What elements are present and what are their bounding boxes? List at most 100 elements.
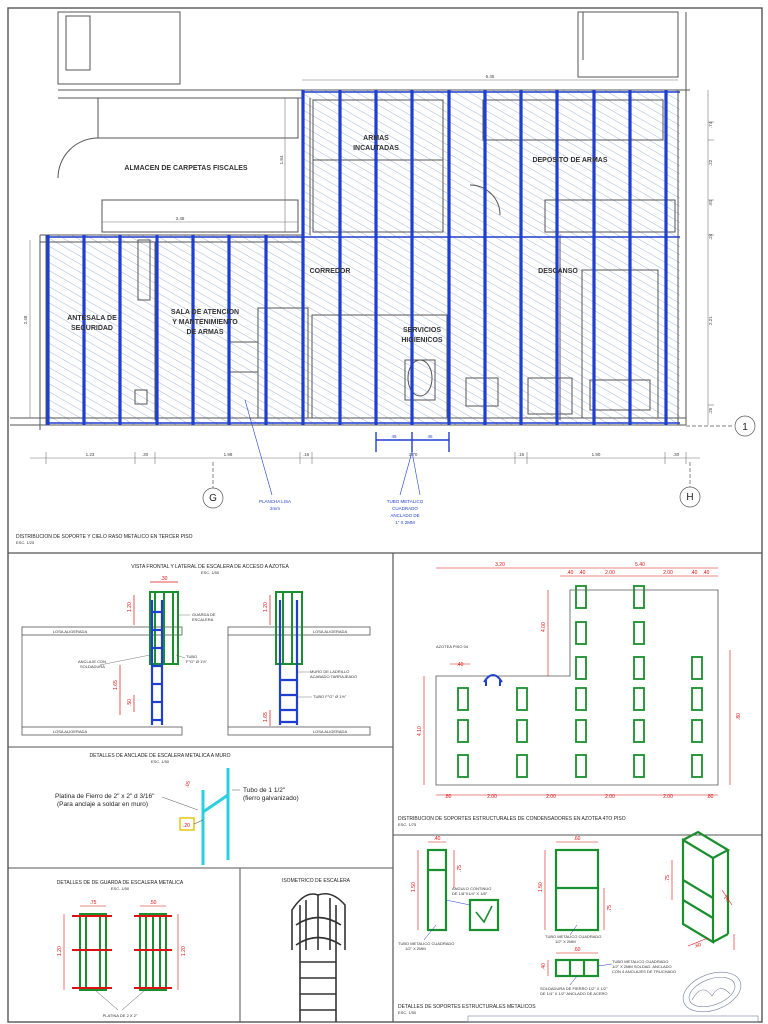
- azotea-t1: 3.20: [495, 562, 505, 568]
- anclaje-title: DETALLES DE ANCLADE DE ESCALERA METALICA…: [90, 753, 231, 759]
- azotea-label: AZOTEA PISO 04: [436, 644, 469, 649]
- dim-r6: .25: [708, 407, 713, 414]
- sop-d75b: .75: [607, 905, 613, 912]
- soportes-detail: .40 .60 1.50 .75 1.50 .75 .60 .40 .75 .2…: [398, 830, 735, 1015]
- axis-1: 1: [742, 422, 748, 433]
- dim-b8: .30: [673, 452, 680, 457]
- guarda-title: DETALLES DE DE GUARDA DE ESCALERA METALI…: [57, 880, 184, 886]
- azotea-left-v2: 4.00: [541, 622, 547, 632]
- dim-b4: .16: [303, 452, 310, 457]
- sop-n5: TUBO METALICO CUADRADO: [545, 934, 601, 939]
- dim-b3: 1.98: [224, 452, 233, 457]
- stair-muro-2: ACABADO TARRAJEADO: [310, 674, 357, 679]
- plan-scale: ESC. 1/25: [16, 540, 35, 545]
- azotea-b4: 2.00: [605, 794, 615, 800]
- guarda-d2: .50: [150, 900, 157, 906]
- dim-b2: .30: [142, 452, 149, 457]
- axis-h: H: [686, 492, 693, 503]
- sop-d75c: .75: [665, 875, 671, 882]
- sop-n11: DE 1/4" X 1/2" ANCLADO DE ACERO: [540, 991, 608, 996]
- room-sala-2: Y MANTENIMIENTO: [172, 319, 238, 326]
- room-servicios-1: SERVICIOS: [403, 327, 441, 334]
- sop-d75: .75: [457, 865, 463, 872]
- guarda-detail: DETALLES DE DE GUARDA DE ESCALERA METALI…: [57, 880, 187, 1018]
- dim-mid: 3.48: [176, 216, 185, 221]
- stair-d4: .50: [127, 699, 133, 706]
- sop-n3: TUBO METALICO CUADRADO: [398, 941, 454, 946]
- dim-top: 5.45: [486, 74, 495, 79]
- stair-d5: 1.20: [263, 602, 269, 612]
- sop-d60b: .60: [574, 947, 581, 953]
- azotea-t3: .40: [567, 570, 574, 576]
- dim-left-v: 2.48: [23, 315, 28, 324]
- stair-d6: 1.65: [263, 712, 269, 722]
- dim-b5: 3.70: [409, 452, 418, 457]
- signature-stamp: [467, 971, 759, 1023]
- dim-inner-v: 1.84: [279, 155, 284, 164]
- room-deposito: DEPOSITO DE ARMAS: [532, 157, 607, 164]
- room-sala-1: SALA DE ATENCION: [171, 309, 239, 316]
- stair-tubo-a: TUBO: [186, 654, 197, 659]
- guarda-d4: 1.20: [181, 946, 187, 956]
- soportes-scale: ESC. 1/50: [398, 1010, 417, 1015]
- room-servicios-2: HIGIENICOS: [401, 337, 443, 344]
- stair-scale: ESC. 1/50: [201, 570, 220, 575]
- callout-tubo-2: CUADRADO: [392, 506, 418, 511]
- azotea-t5: 2.00: [605, 570, 615, 576]
- dim-bb2: 45: [427, 434, 433, 439]
- callout-plancha-1: PLANCHA LISA: [259, 499, 291, 504]
- sop-n8: 1/2" X 2MM SOLDAD. ANCLADO: [612, 964, 672, 969]
- anclaje-r1: .05: [184, 780, 192, 789]
- floor-plan: ALMACEN DE CARPETAS FISCALES ARMAS INCAU…: [10, 11, 756, 545]
- azotea-rv: .80: [736, 713, 742, 720]
- isometric-stair: ISOMETRICO DE ESCALERA: [282, 878, 351, 1022]
- callout-tubo-1: TUBO METALICO: [387, 499, 424, 504]
- stair-tubo-b: F°G° Ø 1½": [186, 659, 208, 664]
- stair-elevation: VISTA FRONTAL Y LATERAL DE ESCALERA DE A…: [21, 564, 371, 736]
- sop-d40: .40: [434, 836, 441, 842]
- sop-d150b: 1.50: [538, 882, 544, 892]
- dim-r3: .81: [708, 199, 713, 206]
- callout-tubo-4: 1" X 2MM: [395, 520, 415, 525]
- soportes-title: DETALLES DE SOPORTES ESTRUCTURALES METAL…: [398, 1004, 536, 1010]
- anclaje-tubo-2: (fierro galvanizado): [243, 795, 299, 802]
- azotea-b3: 2.00: [546, 794, 556, 800]
- dim-bb1: 45: [391, 434, 397, 439]
- stair-losa-3: LOSA ALIGERADA: [313, 629, 348, 634]
- stair-tubo-c: TUBO F°G° Ø 1½": [313, 694, 347, 699]
- sheet-border: [7, 7, 763, 1023]
- azotea-t8: .40: [703, 570, 710, 576]
- azotea-scale: ESC. 1/75: [398, 822, 417, 827]
- sop-n9: CON 4 ANCLAJES DE TRUCHADO: [612, 969, 676, 974]
- sop-d150: 1.50: [411, 882, 417, 892]
- room-antesala-1: ANTESALA DE: [67, 315, 117, 322]
- sop-d40b: .40: [541, 963, 547, 970]
- stair-d3: 1.65: [113, 680, 119, 690]
- sop-d60c: .60: [694, 942, 703, 950]
- azotea-b1: .80: [445, 794, 452, 800]
- stair-muro-1: MURO DE LADRILLO: [310, 669, 349, 674]
- guarda-platina: PLATINA DE 2 X 2": [103, 1013, 138, 1018]
- anclaje-scale: ESC. 1/50: [151, 759, 170, 764]
- sop-n2: DE 1/8"X1/4" X 1/8": [452, 891, 488, 896]
- sop-n4: 1/2" X 2MM: [405, 946, 426, 951]
- anclaje-tubo-1: Tubo de 1 1/2": [243, 787, 286, 794]
- room-descanso: DESCANSO: [538, 268, 578, 275]
- sop-n10: SOLDADURA DE FIERRO 1/2" X 1/2": [540, 986, 608, 991]
- anclaje-platina-1: Platina de Fierro de 2" x 2" d 3/16": [55, 793, 155, 800]
- room-sala-3: DE ARMAS: [186, 329, 223, 336]
- anclaje-detail: DETALLES DE ANCLADE DE ESCALERA METALICA…: [55, 753, 299, 865]
- stair-d2: 1.20: [127, 602, 133, 612]
- sop-n1: ANGULO CONTINUO: [452, 886, 491, 891]
- azotea-t7: .40: [691, 570, 698, 576]
- callout-tubo-3: ANCLADO DE: [390, 513, 419, 518]
- room-almacen: ALMACEN DE CARPETAS FISCALES: [124, 165, 247, 172]
- dim-b6: .16: [518, 452, 525, 457]
- sop-n7: TUBO METALICO CUADRADO: [612, 959, 668, 964]
- azotea-b6: .80: [707, 794, 714, 800]
- guarda-d1: .75: [90, 900, 97, 906]
- azotea-title: DISTRIBUCION DE SOPORTES ESTRUCTURALES D…: [398, 816, 626, 822]
- dim-b7: 1.90: [592, 452, 601, 457]
- dim-r5: 2.21: [708, 316, 713, 325]
